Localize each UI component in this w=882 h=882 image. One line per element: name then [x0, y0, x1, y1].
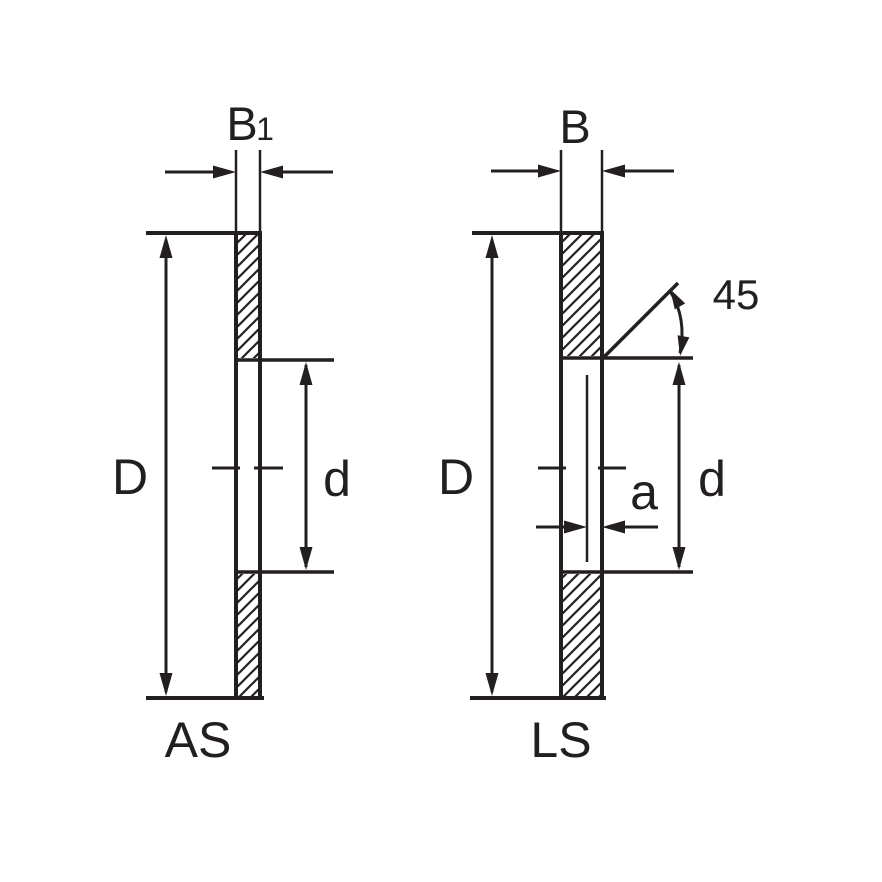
as-thickness-label: B [226, 97, 257, 150]
as-outer-diameter-arrowhead-bottom [159, 673, 173, 696]
ls-chamfer-line [600, 281, 680, 361]
as-bottom-section-hatch [238, 574, 258, 696]
as-washer-view: B 1 D d AS [112, 97, 351, 768]
ls-caption: LS [530, 712, 591, 768]
ls-outer-diameter-arrowhead-bottom [485, 673, 499, 696]
as-top-section-hatch [238, 235, 258, 358]
ls-outer-diameter-label: D [438, 449, 474, 505]
as-outer-diameter-label: D [112, 449, 148, 505]
as-caption: AS [165, 712, 232, 768]
as-b1-arrowhead-right [260, 165, 283, 179]
ls-top-section-hatch [563, 235, 600, 356]
ls-b-arrowhead-left [538, 164, 561, 178]
ls-washer-view: B D d a 45 LS [438, 100, 759, 768]
ls-chamfer-angle-arrowhead-bottom [677, 335, 690, 356]
ls-chamfer-angle-label: 45 [713, 271, 760, 318]
ls-bottom-section-hatch [563, 574, 600, 696]
ls-bore-diameter-arrowhead-bottom [672, 547, 686, 570]
as-bore-diameter-arrowhead-top [299, 362, 313, 385]
ls-thickness-label: B [559, 100, 590, 153]
ls-bore-diameter-label: d [698, 451, 726, 507]
ls-a-arrowhead-right [602, 520, 625, 534]
ls-outer-diameter-arrowhead-top [485, 235, 499, 258]
as-b1-arrowhead-left [213, 165, 236, 179]
as-thickness-subscript: 1 [256, 111, 274, 147]
ls-chamfer-angle-arrowhead-top [670, 289, 686, 310]
ls-b-arrowhead-right [602, 164, 625, 178]
ls-recess-width-label: a [630, 464, 658, 520]
as-outer-diameter-arrowhead-top [159, 235, 173, 258]
ls-bore-diameter-arrowhead-top [672, 362, 686, 385]
as-bore-diameter-arrowhead-bottom [299, 547, 313, 570]
ls-a-arrowhead-left [564, 520, 587, 534]
as-bore-diameter-label: d [323, 451, 351, 507]
